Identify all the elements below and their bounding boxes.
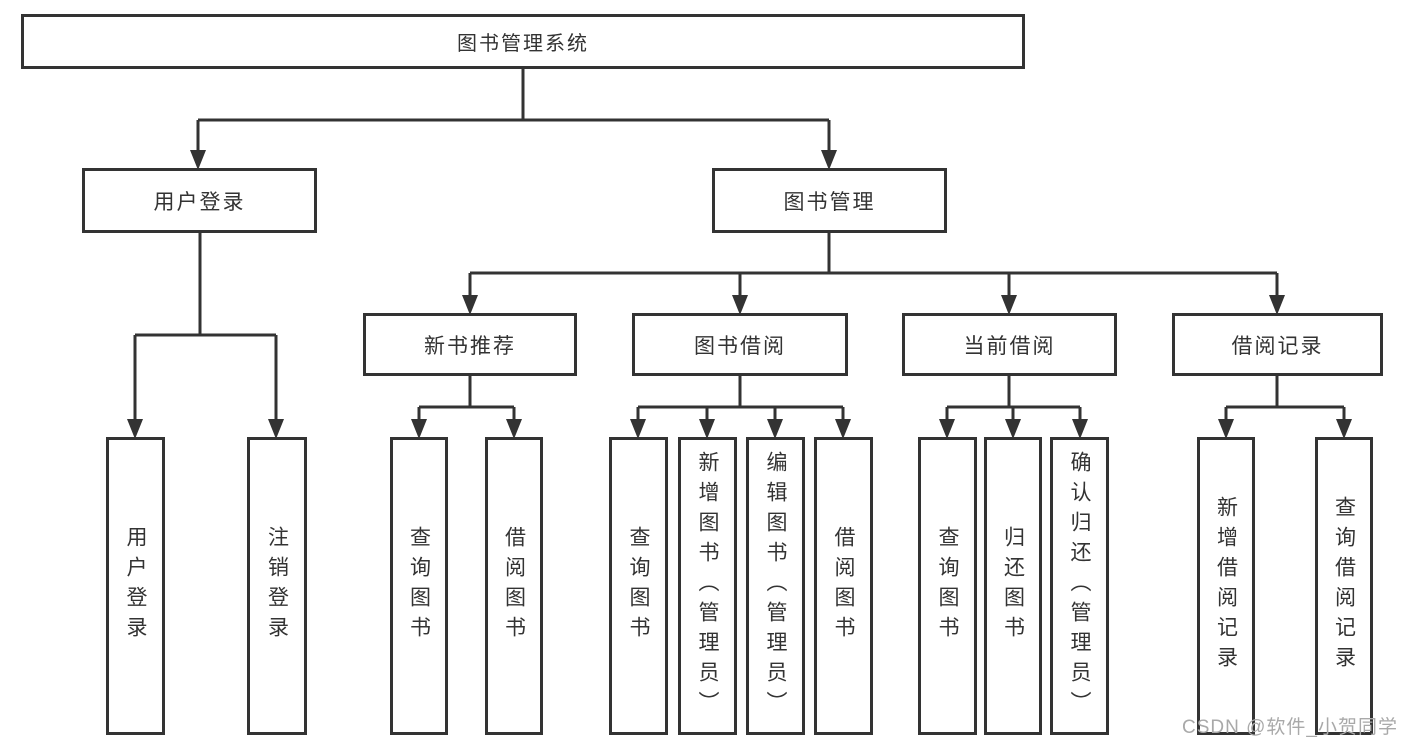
node-current-borrow: 当前借阅 <box>902 313 1117 376</box>
leaf-current-return-books-label: 归还图书 <box>1001 526 1025 646</box>
leaf-user-login-label: 用户登录 <box>124 526 147 646</box>
leaf-recommend-borrow-books-label: 借阅图书 <box>502 526 526 646</box>
leaf-borrow-edit-books-admin-label: 编辑图书（管理员） <box>764 451 787 721</box>
leaf-records-query-record: 查询借阅记录 <box>1315 437 1373 735</box>
leaf-records-add-record-label: 新增借阅记录 <box>1214 496 1238 676</box>
leaf-logout: 注销登录 <box>247 437 307 735</box>
node-root-system: 图书管理系统 <box>21 14 1025 69</box>
leaf-current-query-books-label: 查询图书 <box>936 526 959 646</box>
leaf-current-confirm-return-admin-label: 确认归还（管理员） <box>1068 451 1091 721</box>
leaf-borrow-borrow-books-label: 借阅图书 <box>832 526 855 646</box>
leaf-logout-label: 注销登录 <box>265 526 289 646</box>
leaf-recommend-query-books-label: 查询图书 <box>407 526 431 646</box>
leaf-borrow-query-books: 查询图书 <box>609 437 668 735</box>
node-user-login-label: 用户登录 <box>153 190 246 214</box>
node-book-management: 图书管理 <box>712 168 947 233</box>
node-new-book-recommend-label: 新书推荐 <box>424 334 516 358</box>
arrowheads <box>127 150 1352 439</box>
node-root-label: 图书管理系统 <box>457 33 589 55</box>
node-book-borrow: 图书借阅 <box>632 313 848 376</box>
leaf-borrow-borrow-books: 借阅图书 <box>814 437 873 735</box>
node-book-management-label: 图书管理 <box>783 190 876 214</box>
leaf-current-confirm-return-admin: 确认归还（管理员） <box>1050 437 1109 735</box>
leaf-current-query-books: 查询图书 <box>918 437 977 735</box>
node-current-borrow-label: 当前借阅 <box>963 334 1056 358</box>
node-borrow-records-label: 借阅记录 <box>1231 334 1324 358</box>
csdn-watermark: CSDN @软件_小贺同学 <box>1182 717 1398 738</box>
leaf-user-login: 用户登录 <box>106 437 165 735</box>
node-user-login: 用户登录 <box>82 168 317 233</box>
leaf-borrow-query-books-label: 查询图书 <box>627 526 650 646</box>
leaf-recommend-query-books: 查询图书 <box>390 437 448 735</box>
leaf-records-add-record: 新增借阅记录 <box>1197 437 1255 735</box>
leaf-borrow-edit-books-admin: 编辑图书（管理员） <box>746 437 805 735</box>
leaf-borrow-add-books-admin: 新增图书（管理员） <box>678 437 737 735</box>
leaf-borrow-add-books-admin-label: 新增图书（管理员） <box>696 451 719 721</box>
node-book-borrow-label: 图书借阅 <box>694 334 786 358</box>
node-new-book-recommend: 新书推荐 <box>363 313 577 376</box>
leaf-recommend-borrow-books: 借阅图书 <box>485 437 543 735</box>
leaf-records-query-record-label: 查询借阅记录 <box>1332 496 1356 676</box>
node-borrow-records: 借阅记录 <box>1172 313 1383 376</box>
leaf-current-return-books: 归还图书 <box>984 437 1042 735</box>
